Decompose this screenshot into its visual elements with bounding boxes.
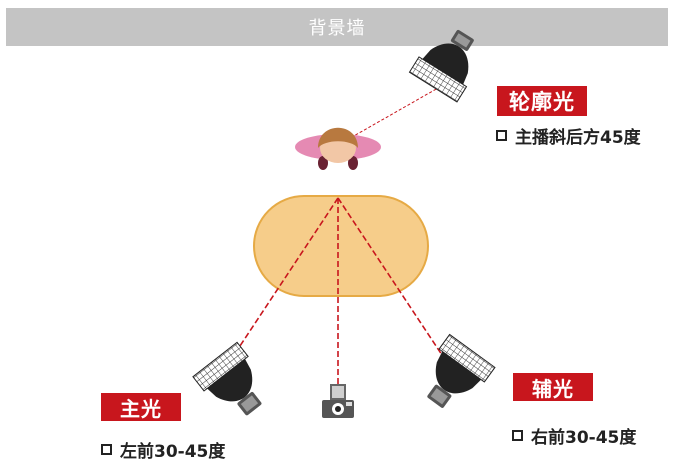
fill-light-note: 右前30-45度 bbox=[512, 423, 636, 448]
rim-light-description: 主播斜后方45度 bbox=[515, 128, 641, 148]
background-wall-label: 背景墙 bbox=[308, 18, 366, 39]
checkbox-icon bbox=[496, 130, 507, 141]
rim-light-tag-text: 轮廓光 bbox=[509, 90, 575, 114]
checkbox-icon bbox=[101, 444, 112, 455]
key-light-softbox-icon bbox=[192, 341, 262, 416]
key-light-note: 左前30-45度 bbox=[101, 437, 225, 460]
rim-light-softbox-icon bbox=[408, 29, 474, 103]
light-beams bbox=[231, 197, 445, 384]
rim-light-tag: 轮廓光 bbox=[497, 86, 587, 116]
camera-icon bbox=[322, 384, 354, 418]
table bbox=[253, 195, 429, 297]
fill-light-beam bbox=[337, 197, 445, 359]
rim-light-note: 主播斜后方45度 bbox=[496, 123, 641, 148]
fill-light-description: 右前30-45度 bbox=[531, 428, 637, 448]
rim-light-beam bbox=[337, 87, 439, 146]
background-wall: 背景墙 bbox=[6, 8, 668, 46]
fill-light-tag: 辅光 bbox=[513, 373, 593, 401]
fill-light-tag-text: 辅光 bbox=[532, 376, 574, 401]
key-light-beam bbox=[231, 197, 339, 359]
key-light-tag-text: 主光 bbox=[120, 396, 162, 421]
person-icon bbox=[295, 127, 381, 170]
checkbox-icon bbox=[512, 430, 523, 441]
fill-light-softbox-icon bbox=[427, 333, 496, 408]
key-light-description: 左前30-45度 bbox=[120, 442, 226, 460]
key-light-tag: 主光 bbox=[101, 393, 181, 421]
